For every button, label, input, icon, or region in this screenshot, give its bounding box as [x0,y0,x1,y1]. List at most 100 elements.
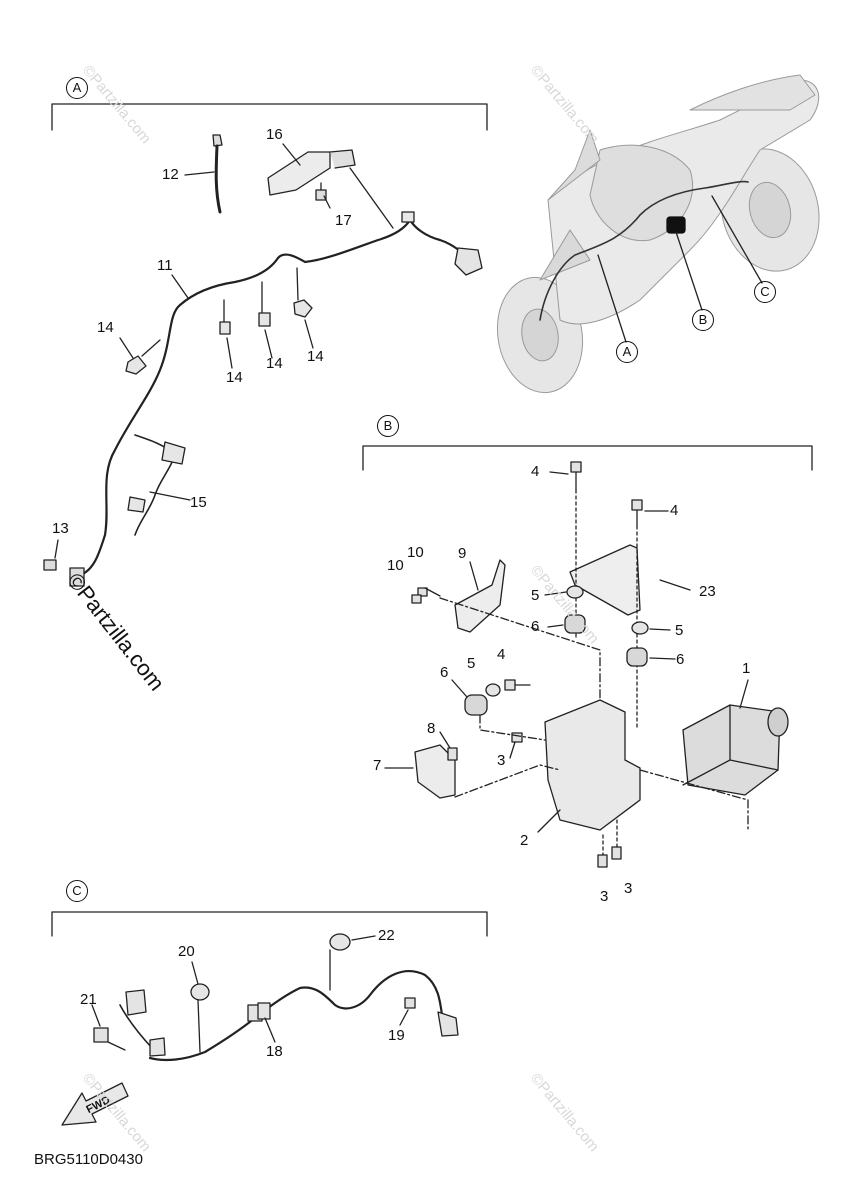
callout-5-c: 5 [467,655,476,672]
callout-6-a: 6 [531,618,540,635]
callout-6-b: 6 [676,651,685,668]
section-b-bracket [362,445,813,471]
callout-14-a: 14 [226,369,243,386]
bike-marker-c: C [754,281,776,303]
leader-12 [184,171,215,176]
leader-19 [399,1009,409,1026]
bike-marker-b: B [692,309,714,331]
leader-22 [351,935,376,941]
callout-2: 2 [520,832,529,849]
part-5-collars [485,585,649,697]
leader-23 [659,579,691,591]
callout-4-a: 4 [531,463,540,480]
part-17-bolt [315,182,327,201]
part-23-bracket [569,544,641,616]
leader-1 [739,679,749,709]
part-14-clips [125,299,313,375]
callout-4-b: 4 [670,502,679,519]
leader-9 [469,561,479,591]
part-4-bolts [504,461,643,691]
callout-3-c: 3 [624,880,633,897]
part-21-connector [93,1027,109,1043]
callout-5-a: 5 [531,587,540,604]
part-18-rear-harness [148,970,444,1062]
abs-unit-marker [666,216,686,234]
part-20-clip [190,983,210,1001]
leader-b-bike [675,231,703,311]
callout-10-b: 10 [387,557,404,574]
leader-14-c [304,319,314,349]
part-12-cable-tie [212,134,223,214]
section-b-marker: B [377,415,399,437]
leader-6-b [649,657,676,660]
drawing-code: BRG5110D0430 [34,1151,143,1168]
leader-18 [264,1017,276,1043]
leader-16 [282,143,301,166]
leader-15 [149,491,191,501]
part-15-subharness [127,441,186,513]
leader-2 [537,809,561,833]
leader-21 [91,1004,101,1027]
part-2-abs-bracket [544,699,641,831]
part-1-abs-unit [682,704,789,796]
callout-11: 11 [157,257,173,274]
part-22-clip [329,933,351,951]
leader-c-bike [711,195,763,284]
leader-20 [191,961,199,985]
leader-13 [54,539,59,559]
leader-14-a [226,337,233,369]
callout-19: 19 [388,1027,405,1044]
callout-14-b: 14 [266,355,283,372]
fwd-arrow [61,1082,129,1126]
leader-10 [424,587,441,597]
callout-22: 22 [378,927,395,944]
part-6-grommets [464,614,648,716]
callout-14-left: 14 [97,319,114,336]
callout-4-c: 4 [497,646,506,663]
bike-marker-a: A [616,341,638,363]
callout-14-c: 14 [307,348,324,365]
part-16-bracket [267,151,331,196]
callout-16: 16 [266,126,283,143]
callout-17: 17 [335,212,352,229]
leader-5-b [649,628,671,631]
section-a-marker: A [66,77,88,99]
callout-12: 12 [162,166,179,183]
callout-15: 15 [190,494,207,511]
callout-1: 1 [742,660,751,677]
leader-a-bike [597,254,627,343]
callout-7: 7 [373,757,382,774]
section-c-marker: C [66,880,88,902]
callout-13: 13 [52,520,69,537]
leader-14-b [264,329,273,359]
callout-21: 21 [80,991,97,1008]
callout-10-a: 10 [407,544,424,561]
callout-8: 8 [427,720,436,737]
bike-harness-highlight [539,180,749,321]
motorcycle-illustration [496,74,820,394]
callout-20: 20 [178,943,195,960]
leader-3-a [509,741,516,759]
callout-3-a: 3 [497,752,506,769]
callout-3-b: 3 [600,888,609,905]
part-10-bolts [411,587,428,604]
part-18-clamps [125,989,459,1057]
part-9-bracket [454,559,506,633]
leader-8 [439,731,451,749]
callout-9: 9 [458,545,467,562]
callout-6-c: 6 [440,664,449,681]
leader-14-d [119,337,134,359]
section-a-bracket [51,103,488,131]
leader-4-a [549,471,569,475]
leader-17 [323,195,331,209]
leader-6-c [451,679,468,698]
leader-16-17 [349,167,394,229]
callout-5-b: 5 [675,622,684,639]
part-19-bolt [404,997,416,1009]
section-c-bracket [51,911,488,937]
leader-5-a [544,591,567,596]
leader-6-a [547,624,564,628]
part-11-main-harness [78,218,474,577]
